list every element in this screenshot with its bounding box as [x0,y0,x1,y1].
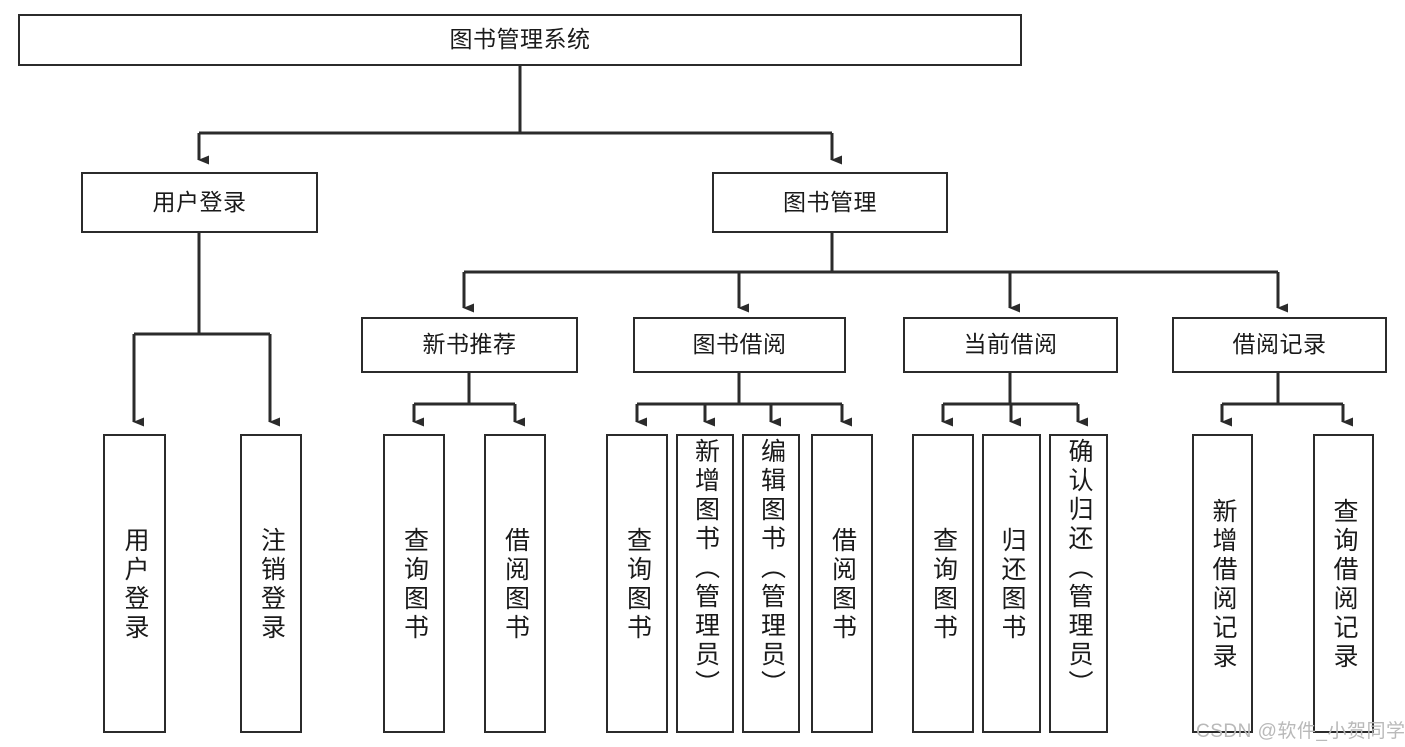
node-label: 编辑图书（管理员） [757,438,786,699]
leaf-records-add-record[interactable]: 新增借阅记录 [1192,434,1253,733]
node-label: 查询图书 [623,526,652,643]
node-label: 图书借阅 [692,331,787,358]
node-label: 用户登录 [121,526,149,643]
leaf-user-logout[interactable]: 注销登录 [240,434,302,733]
leaf-borrow-query-book[interactable]: 查询图书 [606,434,668,733]
leaf-borrow-lend-book[interactable]: 借阅图书 [811,434,873,733]
leaf-current-query-book[interactable]: 查询图书 [912,434,974,733]
leaf-user-login[interactable]: 用户登录 [103,434,166,733]
node-label: 注销登录 [257,526,286,643]
node-label: 新增借阅记录 [1209,497,1237,672]
leaf-records-query-record[interactable]: 查询借阅记录 [1313,434,1374,733]
node-label: 归还图书 [998,526,1026,643]
node-label: 借阅图书 [828,526,857,643]
node-label: 借阅记录 [1232,331,1327,358]
node-user-login[interactable]: 用户登录 [81,172,318,233]
node-borrow-records[interactable]: 借阅记录 [1172,317,1387,373]
node-label: 借阅图书 [501,526,530,643]
node-label: 查询图书 [400,526,429,643]
node-label: 用户登录 [152,188,247,215]
leaf-borrow-edit-book-admin[interactable]: 编辑图书（管理员） [742,434,800,733]
csdn-watermark: CSDN @软件_小贺同学 [1196,721,1405,742]
node-label: 查询图书 [929,526,958,643]
node-label: 图书管理系统 [449,26,591,53]
node-label: 图书管理 [783,188,877,215]
node-book-management[interactable]: 图书管理 [712,172,948,233]
leaf-newbook-query-book[interactable]: 查询图书 [383,434,445,733]
leaf-newbook-borrow-book[interactable]: 借阅图书 [484,434,546,733]
node-label: 当前借阅 [963,331,1058,358]
node-book-borrow[interactable]: 图书借阅 [633,317,846,373]
node-label: 查询借阅记录 [1330,497,1358,672]
leaf-current-confirm-return-admin[interactable]: 确认归还（管理员） [1049,434,1108,733]
leaf-borrow-add-book-admin[interactable]: 新增图书（管理员） [676,434,734,733]
node-label: 新增图书（管理员） [691,438,720,699]
node-root-system[interactable]: 图书管理系统 [18,14,1022,66]
node-current-borrow[interactable]: 当前借阅 [903,317,1118,373]
leaf-current-return-book[interactable]: 归还图书 [982,434,1041,733]
node-label: 新书推荐 [422,331,517,358]
node-new-book-recommend[interactable]: 新书推荐 [361,317,578,373]
node-label: 确认归还（管理员） [1065,438,1093,699]
